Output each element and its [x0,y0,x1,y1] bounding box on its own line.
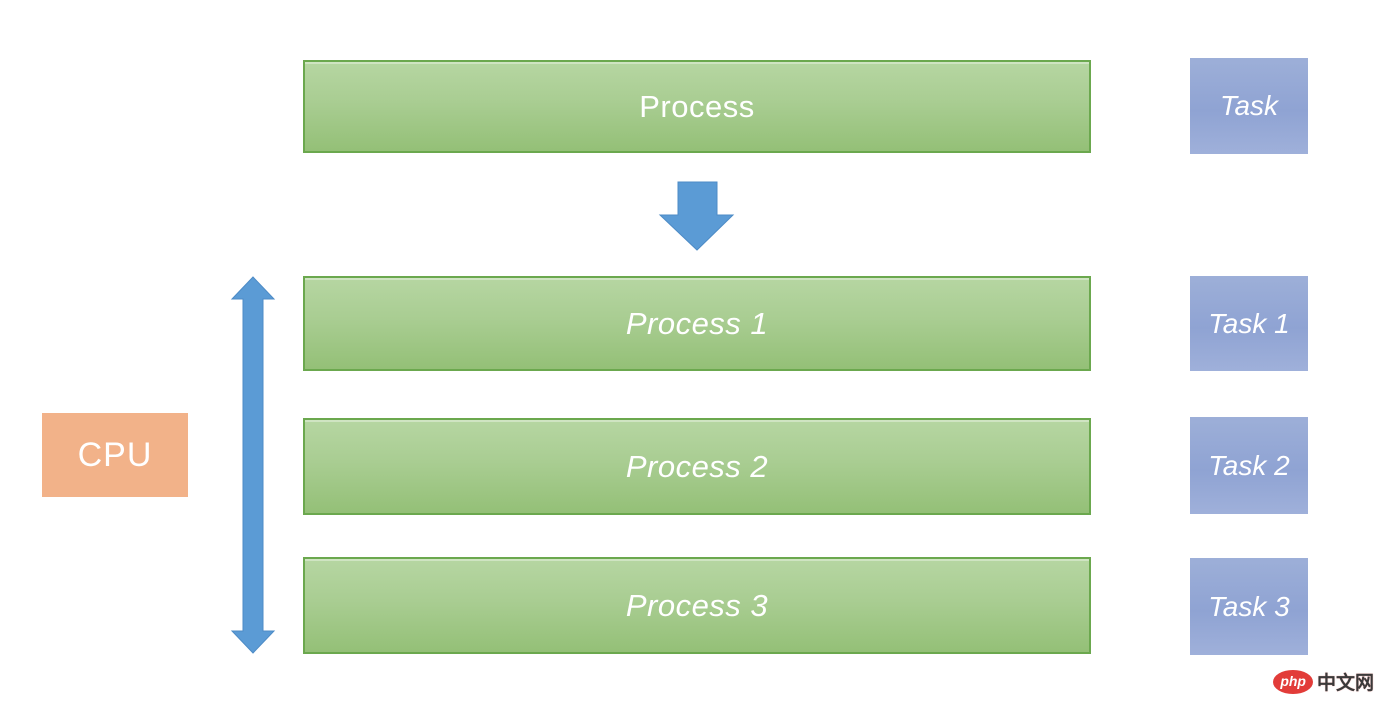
process-parent-label: Process [639,88,755,124]
task-3-label: Task 3 [1208,590,1290,622]
task-1-box: Task 1 [1190,276,1308,371]
task-2-label: Task 2 [1208,449,1290,481]
cpu-span-double-arrow-icon [230,276,276,654]
task-parent-label: Task [1219,90,1279,121]
site-logo: php 中文网 [1273,668,1374,695]
site-logo-text: 中文网 [1316,672,1374,694]
task-3-box: Task 3 [1190,558,1308,655]
process-3-box: Process 3 [303,557,1091,654]
process-1-label: Process 1 [625,305,769,341]
process-2-box: Process 2 [303,418,1091,515]
process-parent-box: Process [303,60,1091,153]
process-2-label: Process 2 [625,448,769,484]
task-parent-box: Task [1190,58,1308,154]
cpu-box: CPU [42,413,188,497]
process-1-box: Process 1 [303,276,1091,371]
task-1-label: Task 1 [1208,307,1290,339]
process-3-label: Process 3 [625,587,769,623]
flow-down-arrow-icon [658,181,735,251]
php-logo-badge: php [1273,669,1313,694]
task-2-box: Task 2 [1190,417,1308,514]
cpu-label: CPU [77,435,153,474]
